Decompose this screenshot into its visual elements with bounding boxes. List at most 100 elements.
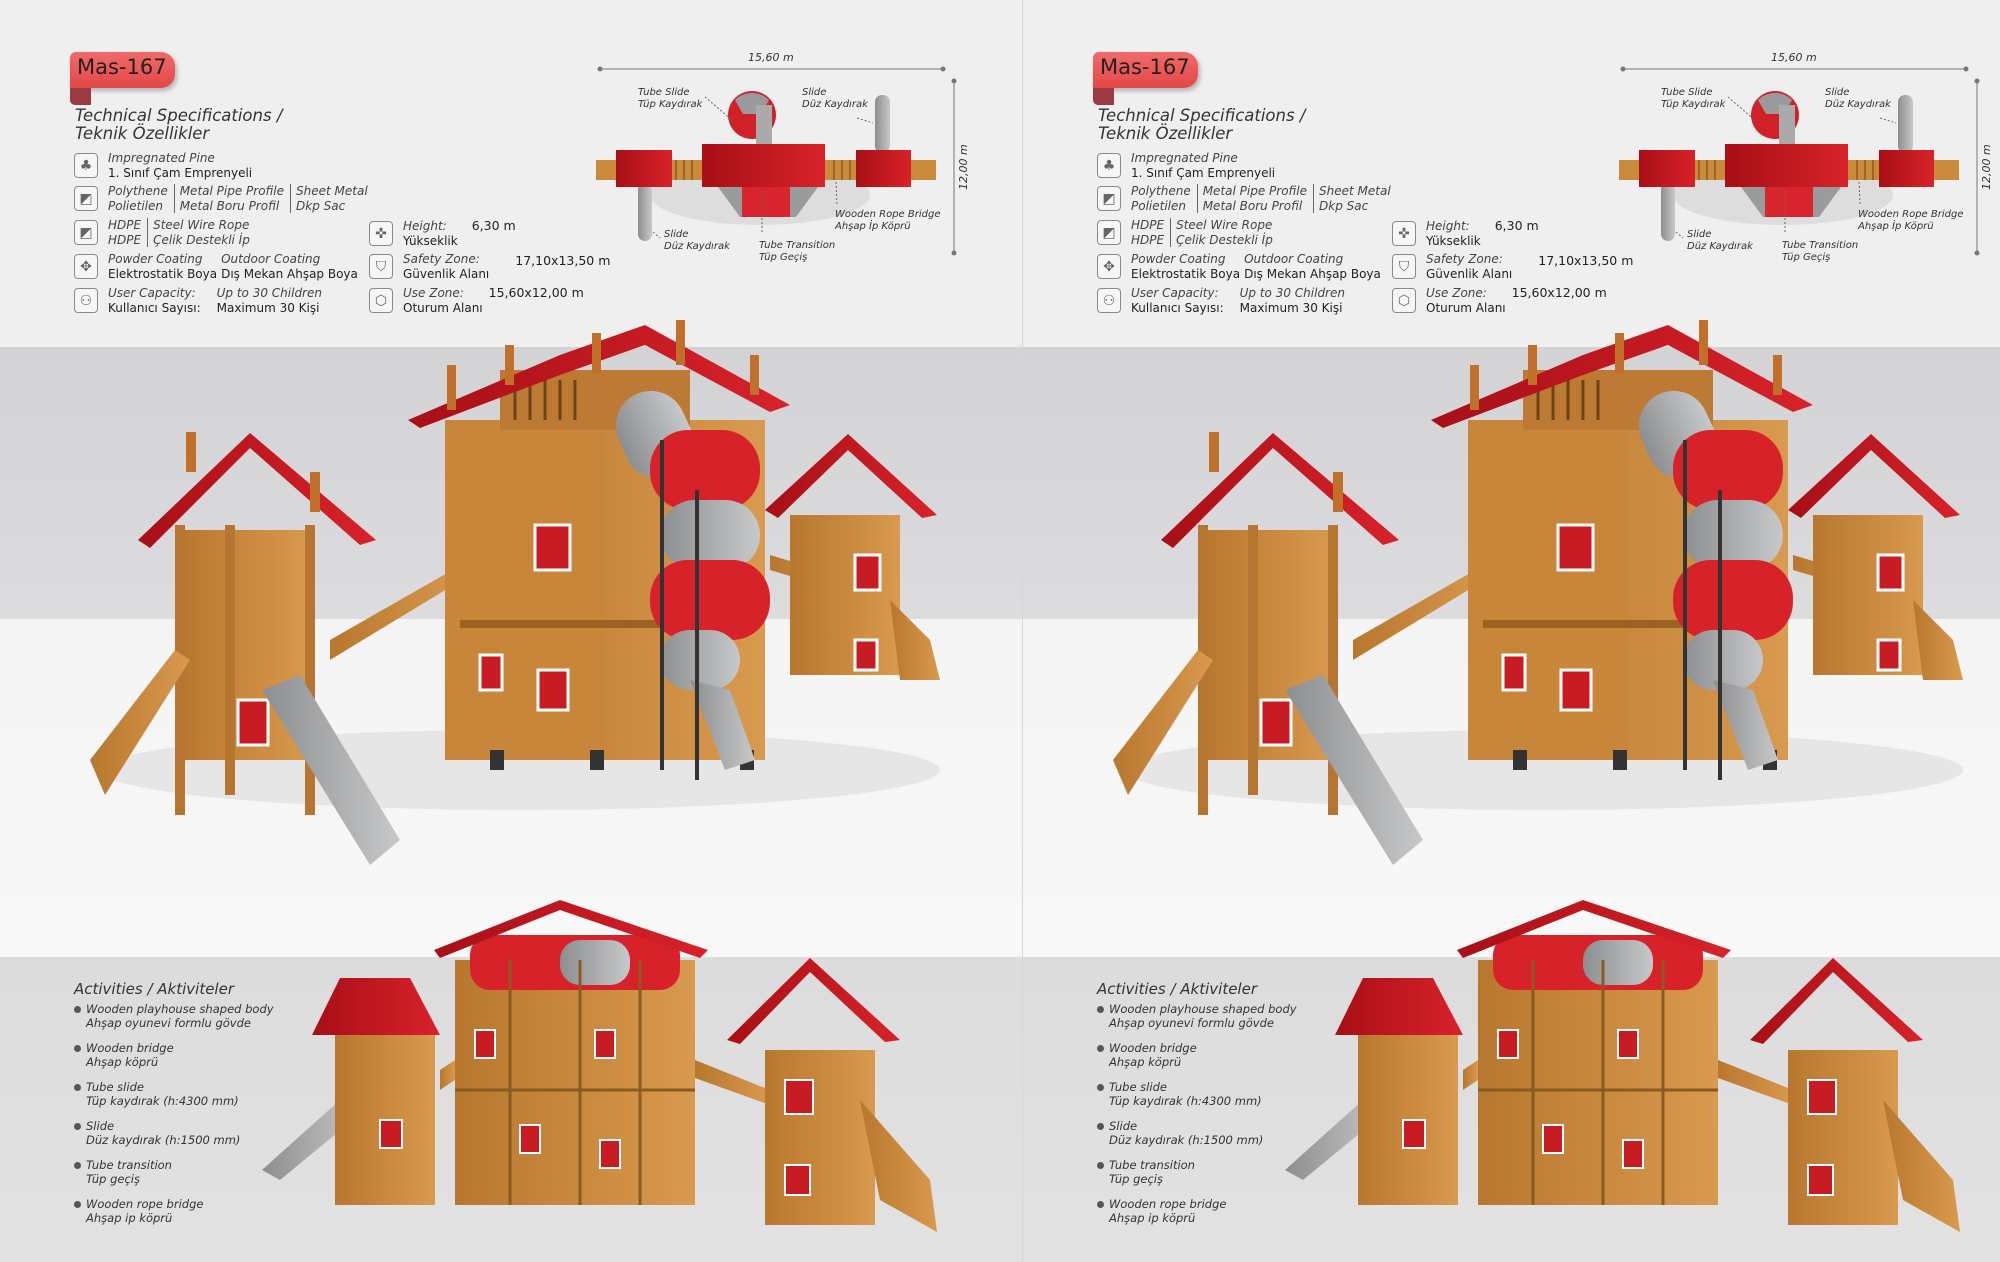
spec-label: Polythene: [1131, 184, 1191, 198]
spec-label-tr: Oturum Alanı: [403, 300, 483, 315]
spec-value: Up to 30 Children: [216, 286, 322, 300]
shield-check-icon: ⛉: [1392, 254, 1416, 279]
activity-tr: Ahşap ip köprü: [1109, 1211, 1196, 1225]
specs-title-tr: Teknik Özellikler: [1098, 124, 1233, 143]
spec-value: Up to 30 Children: [1239, 286, 1345, 300]
spec-label-tr: Elektrostatik Boya: [1131, 266, 1241, 281]
spec-value: 17,10x13,50 m: [515, 253, 611, 268]
label-tr: Düz Kaydırak: [802, 98, 868, 110]
spec-label-tr: Güvenlik Alanı: [403, 266, 490, 281]
spec-label-tr: Metal Boru Profil: [179, 198, 280, 213]
activity-en: Tube transition: [86, 1158, 172, 1172]
activity-en: Tube slide: [86, 1080, 144, 1094]
spec-label: Impregnated Pine: [108, 151, 215, 165]
spec-use-zone: ⬡ Use Zone:Oturum Alanı 15,60x12,00 m: [369, 285, 584, 315]
activity-tr: Ahşap oyunevi formlu gövde: [1109, 1016, 1274, 1030]
diagram-tower: [1879, 150, 1934, 187]
spec-value: 6,30 m: [1494, 218, 1539, 233]
specs-title: Technical Specifications / Teknik Özelli…: [75, 107, 282, 143]
diagram-tower: [1639, 150, 1695, 187]
cube-icon: ⬡: [1392, 288, 1416, 313]
spec-label-tr: Kullanıcı Sayısı:: [1131, 300, 1224, 315]
activity-tr: Düz kaydırak (h:1500 mm): [86, 1133, 241, 1147]
diagram-width-label: 15,60 m: [1771, 51, 1817, 64]
spec-label-tr: 1. Sınıf Çam Emprenyeli: [1131, 165, 1276, 180]
specs-title: Technical Specifications / Teknik Özelli…: [1098, 107, 1305, 143]
activity-en: Wooden bridge: [1109, 1041, 1197, 1055]
label-en: Tube Slide: [638, 87, 690, 98]
activity-en: Wooden playhouse shaped body: [86, 1002, 274, 1016]
spec-label-tr: Dkp Sac: [296, 198, 346, 213]
tube-slide: [1638, 390, 1793, 780]
activity-tr: Tüp geçiş: [1109, 1172, 1163, 1186]
label-en: Tube Transition: [759, 240, 836, 251]
spec-label: HDPE: [108, 218, 142, 232]
label-en: Wooden Rope Bridge: [1858, 209, 1964, 220]
spec-label-tr: Dkp Sac: [1319, 198, 1369, 213]
activity-tr: Ahşap oyunevi formlu gövde: [86, 1016, 251, 1030]
label-en: Slide: [1825, 87, 1850, 98]
layout-diagram: [596, 66, 957, 256]
spec-label: Use Zone:: [403, 286, 464, 300]
straight-slide: [262, 675, 400, 865]
spec-label: Metal Pipe Profile: [1202, 184, 1308, 198]
diagram-tower: [616, 150, 672, 187]
diagram-slide: [875, 95, 890, 153]
activity-en: Wooden rope bridge: [86, 1197, 204, 1211]
straight-slide: [1285, 675, 1423, 865]
label-tr: Düz Kaydırak: [1825, 98, 1891, 110]
catalog-page-left: Mas-167 Technical Specifications / Tekni…: [0, 51, 1023, 1262]
spec-label-tr: Çelik Destekli İp: [153, 232, 250, 247]
model-badge: Mas-167: [1093, 52, 1198, 88]
diagram-depth-label: 12,00 m: [1980, 144, 1993, 190]
spec-label: User Capacity:: [108, 286, 196, 300]
spec-label: Powder Coating: [1131, 252, 1226, 266]
spec-label: Steel Wire Rope: [153, 218, 250, 232]
spray-paint-icon: ✥: [1097, 254, 1121, 279]
spec-capacity: ⚇ User Capacity:Kullanıcı Sayısı: Up to …: [74, 286, 322, 315]
spec-safety-zone: ⛉ Safety Zone:Güvenlik Alanı 17,10x13,50…: [1392, 252, 1633, 281]
spec-label-tr: Çelik Destekli İp: [1176, 232, 1273, 247]
product-artwork: [1113, 66, 1980, 1232]
spec-value: 15,60x12,00 m: [488, 285, 584, 300]
spec-label-tr: HDPE: [1131, 232, 1165, 247]
activity-en: Slide: [1109, 1119, 1138, 1133]
spec-label-tr: Elektrostatik Boya: [108, 266, 218, 281]
label-tr: Ahşap İp Köprü: [1858, 220, 1934, 232]
users-icon: ⚇: [74, 288, 98, 313]
model-badge: Mas-167: [70, 52, 175, 88]
diagram-tower: [856, 150, 911, 187]
spec-height: ✜ Height:Yükseklik 6,30 m: [369, 218, 516, 248]
activity-en: Slide: [86, 1119, 115, 1133]
material-block-icon: ◩: [1097, 220, 1121, 245]
activity-en: Tube transition: [1109, 1158, 1195, 1172]
spec-label-tr: Dış Mekan Ahşap Boya: [221, 266, 358, 281]
diagram-tower: [702, 144, 825, 187]
spec-value: 17,10x13,50 m: [1538, 253, 1634, 268]
diagram-slide: [1898, 95, 1913, 153]
spec-label-tr: Polietilen: [1131, 198, 1186, 213]
spec-value-tr: Maximum 30 Kişi: [216, 300, 320, 315]
label-en: Tube Transition: [1782, 240, 1859, 251]
spec-value: 6,30 m: [471, 218, 516, 233]
label-tr: Tüp Geçiş: [759, 251, 808, 263]
label-en: Tube Slide: [1661, 87, 1713, 98]
